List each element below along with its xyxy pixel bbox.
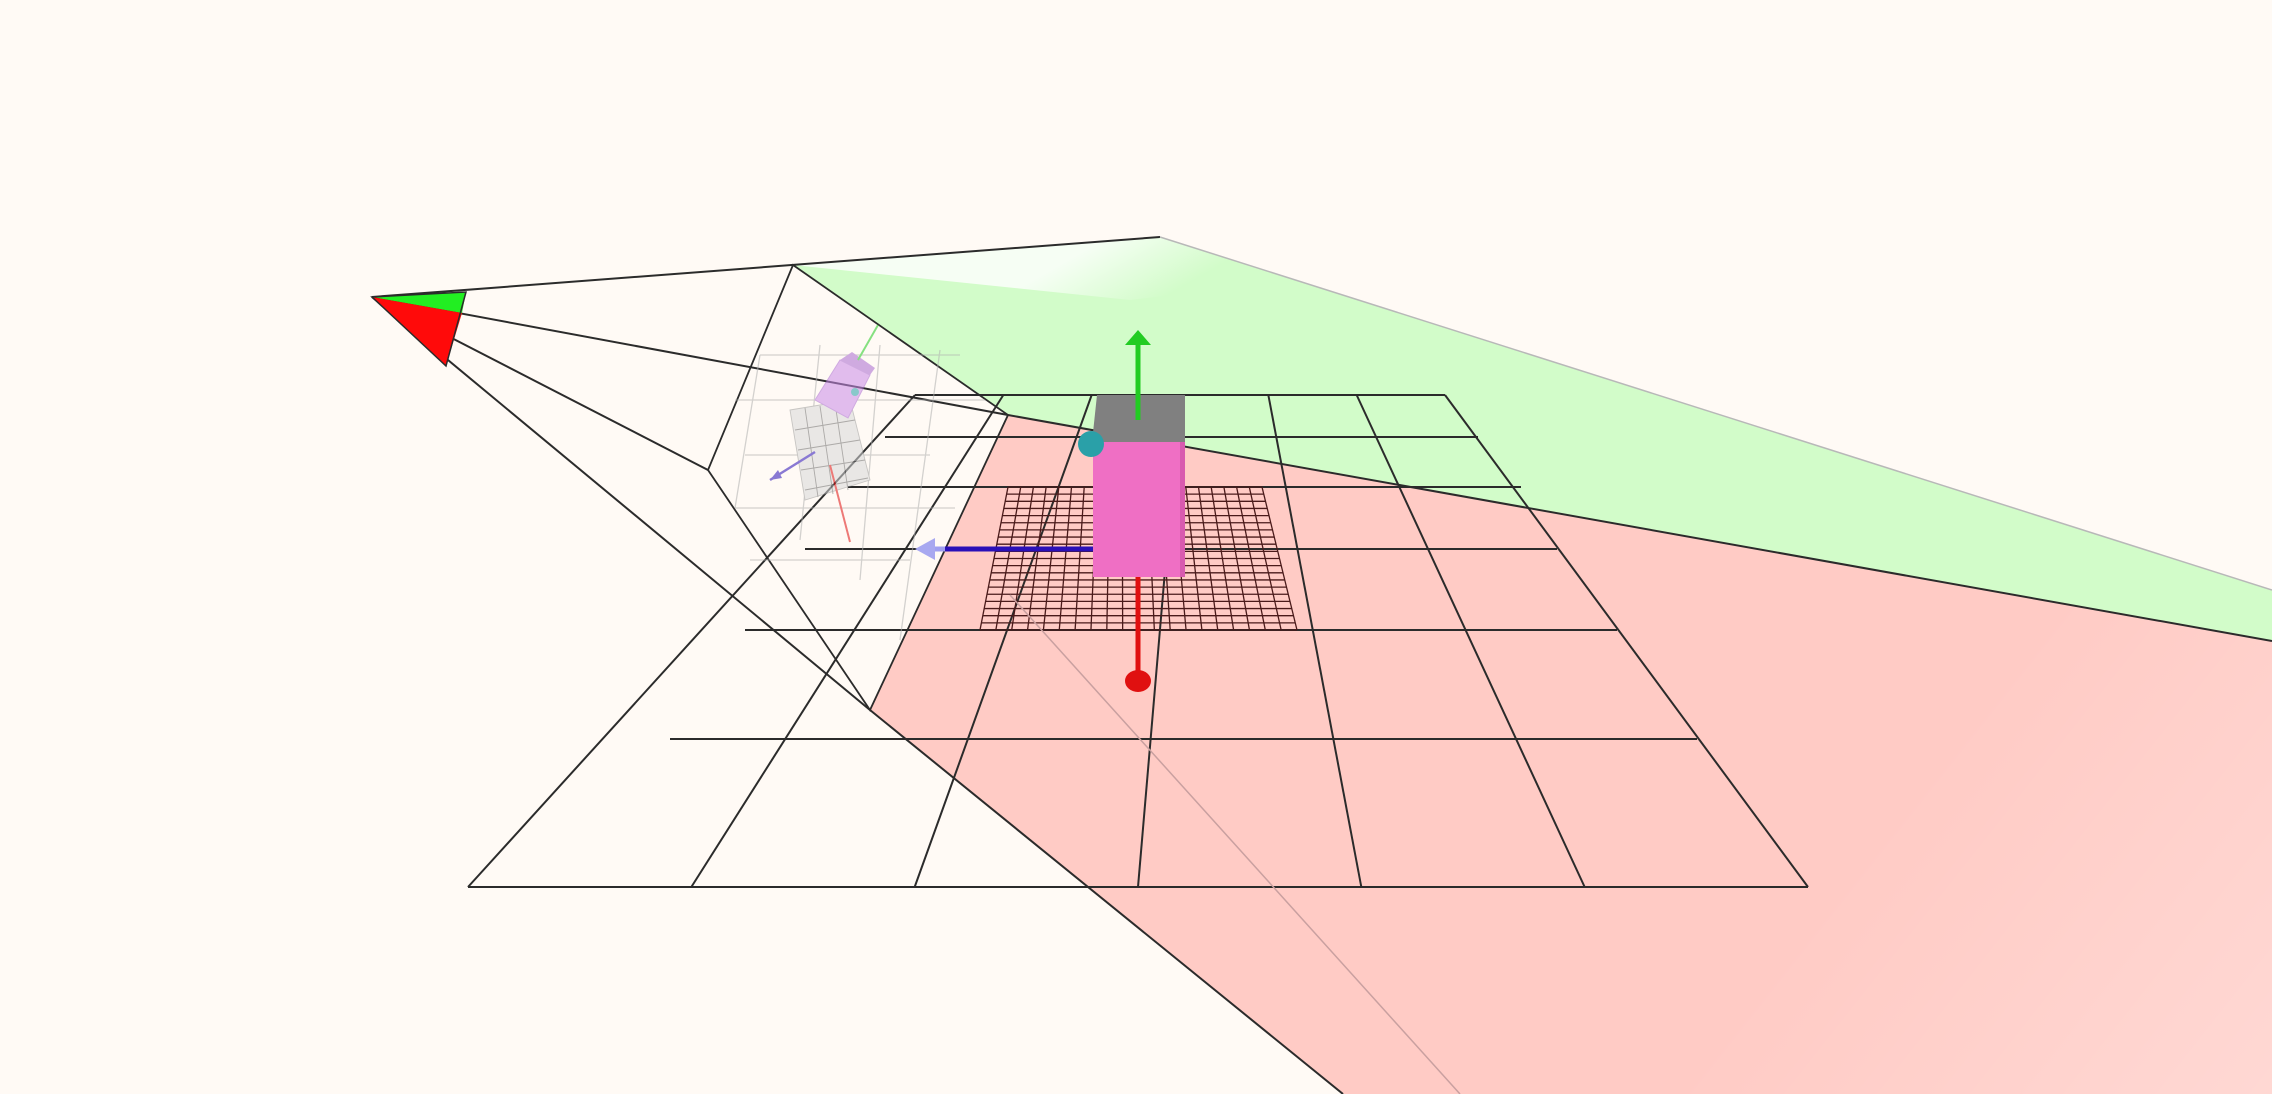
green-clip-plane	[793, 237, 2272, 641]
circle-handle-icon[interactable]	[1078, 431, 1104, 457]
camera-frustum-apex-icon[interactable]	[370, 291, 467, 368]
preview-x-axis	[829, 464, 851, 543]
red-plane-fade	[870, 415, 2272, 1094]
x-axis-gizmo[interactable]	[1125, 577, 1151, 692]
preview-fine-grid	[789, 399, 871, 501]
y-axis-gizmo[interactable]	[1125, 330, 1151, 420]
camera-frustum	[371, 236, 2272, 1094]
object-front-face	[1093, 442, 1185, 577]
sphere-tip-icon	[1125, 670, 1151, 692]
z-axis-gizmo[interactable]	[915, 538, 1095, 560]
arrow-up-icon	[1125, 330, 1151, 345]
green-plane-fade	[793, 237, 1300, 300]
preview-y-axis	[857, 324, 879, 361]
arrow-left-icon	[915, 538, 935, 560]
camera-preview-image	[734, 324, 985, 641]
selected-object[interactable]	[1092, 395, 1185, 577]
